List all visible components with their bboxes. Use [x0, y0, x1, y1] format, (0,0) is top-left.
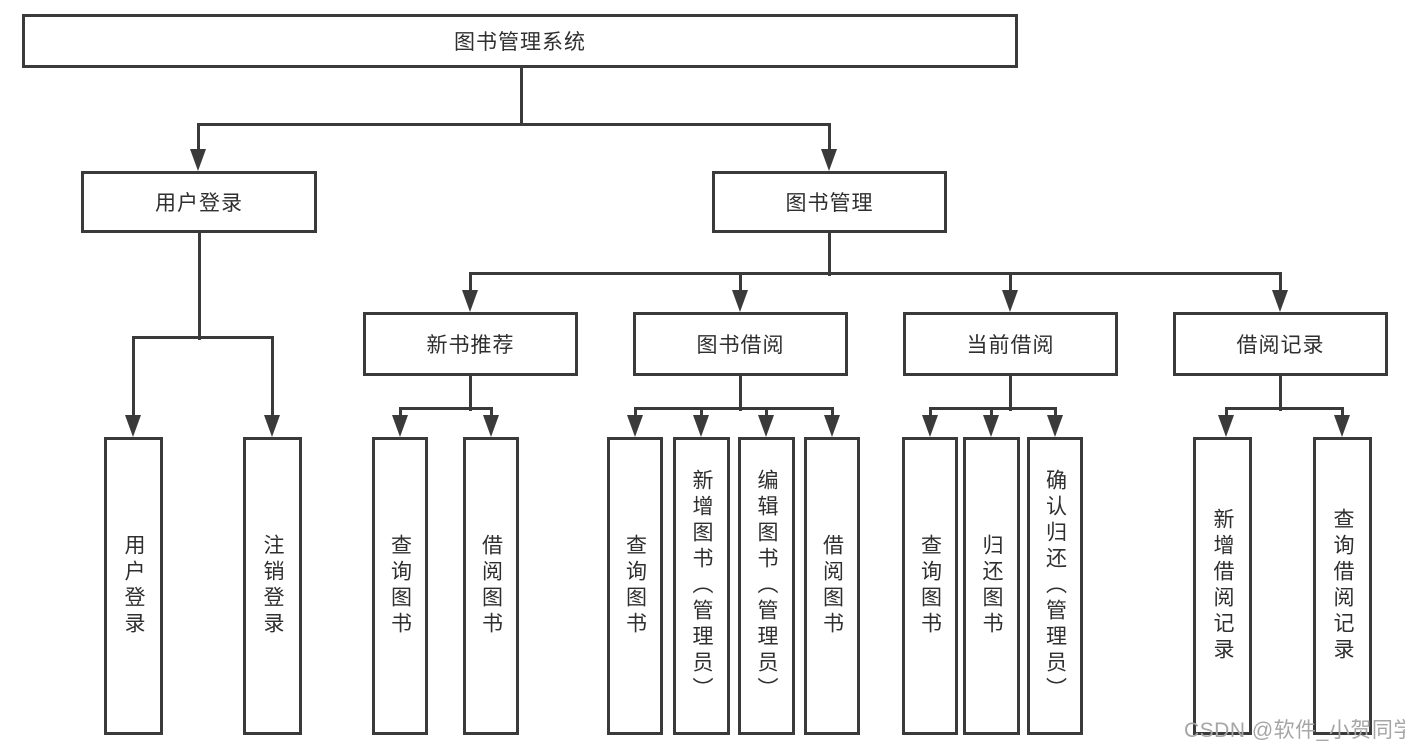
arrow-down-icon	[627, 415, 643, 437]
arrow-down-icon	[190, 149, 206, 171]
leaf-query-books-recommend: 查询图书	[372, 437, 428, 735]
node-label: 新书推荐	[426, 334, 515, 357]
node-label: 新增借阅记录	[1211, 508, 1234, 664]
arrow-shaft	[1054, 408, 1057, 415]
arrow-shaft	[469, 273, 472, 290]
node-book-management: 图书管理	[712, 171, 947, 233]
node-label: 注销登录	[261, 534, 284, 638]
arrow-down-icon	[1047, 415, 1063, 437]
arrow-down-icon	[732, 290, 748, 312]
csdn-watermark: CSDN @软件_小贺同学	[1184, 719, 1405, 742]
arrow-down-icon	[1002, 290, 1018, 312]
arrow-down-icon	[483, 415, 499, 437]
leaf-query-borrow-record: 查询借阅记录	[1313, 437, 1372, 735]
arrow-down-icon	[758, 415, 774, 437]
arrow-shaft	[765, 408, 768, 415]
leaf-borrow-books: 借阅图书	[804, 437, 860, 735]
leaf-return-books: 归还图书	[963, 437, 1020, 735]
arrow-down-icon	[462, 290, 478, 312]
arrow-down-icon	[392, 415, 408, 437]
node-user-login: 用户登录	[81, 171, 317, 233]
arrow-shaft	[828, 124, 831, 149]
connector-vline	[1279, 375, 1282, 411]
arrow-shaft	[399, 408, 402, 415]
node-label: 归还图书	[980, 534, 1003, 638]
node-label: 查询图书	[623, 534, 647, 638]
arrow-shaft	[929, 408, 932, 415]
arrow-down-icon	[824, 415, 840, 437]
connector-vline	[469, 375, 472, 411]
arrow-shaft	[990, 408, 993, 415]
arrow-shaft	[271, 337, 274, 415]
node-label: 当前借阅	[966, 334, 1055, 357]
node-label: 查询图书	[918, 534, 942, 638]
connector-hline	[197, 123, 831, 126]
node-label: 用户登录	[122, 534, 145, 638]
leaf-query-books-current: 查询图书	[902, 437, 958, 735]
connector-hline	[929, 407, 1057, 410]
arrow-down-icon	[922, 415, 938, 437]
node-library-management-system: 图书管理系统	[22, 14, 1018, 68]
arrow-shaft	[831, 408, 834, 415]
leaf-user-login: 用户登录	[104, 437, 163, 735]
arrow-down-icon	[1272, 290, 1288, 312]
arrow-down-icon	[1218, 415, 1234, 437]
node-new-book-recommend: 新书推荐	[363, 312, 578, 376]
node-label: 图书管理系统	[454, 31, 586, 54]
arrow-shaft	[132, 337, 135, 415]
connector-hline	[1225, 407, 1344, 410]
arrow-shaft	[700, 408, 703, 415]
leaf-add-borrow-record: 新增借阅记录	[1193, 437, 1252, 735]
leaf-edit-book-admin: 编辑图书（管理员）	[738, 437, 795, 735]
node-label: 确认归还（管理员）	[1043, 469, 1067, 703]
connector-hline	[399, 407, 493, 410]
connector-hline	[132, 336, 274, 339]
leaf-query-books-borrowing: 查询图书	[607, 437, 663, 735]
node-label: 用户登录	[155, 192, 243, 215]
arrow-shaft	[739, 273, 742, 290]
node-borrowing-records: 借阅记录	[1173, 312, 1388, 376]
arrow-down-icon	[983, 415, 999, 437]
node-label: 借阅记录	[1236, 334, 1325, 357]
node-label: 借阅图书	[820, 534, 844, 638]
connector-vline	[520, 67, 523, 126]
leaf-borrow-books-recommend: 借阅图书	[463, 437, 519, 735]
node-current-borrowing: 当前借阅	[903, 312, 1118, 376]
arrow-shaft	[490, 408, 493, 415]
arrow-shaft	[1225, 408, 1228, 415]
arrow-shaft	[1009, 273, 1012, 290]
connector-vline	[739, 375, 742, 411]
node-label: 编辑图书（管理员）	[755, 469, 778, 703]
node-label: 图书借阅	[696, 334, 785, 357]
arrow-shaft	[1279, 273, 1282, 290]
leaf-add-book-admin: 新增图书（管理员）	[673, 437, 730, 735]
arrow-down-icon	[821, 149, 837, 171]
leaf-logout: 注销登录	[243, 437, 302, 735]
connector-vline	[1009, 375, 1012, 411]
node-label: 借阅图书	[479, 534, 503, 638]
node-label: 新增图书（管理员）	[690, 469, 713, 703]
arrow-down-icon	[264, 415, 280, 437]
connector-hline	[469, 272, 1282, 275]
connector-hline	[634, 407, 834, 410]
arrow-shaft	[1341, 408, 1344, 415]
node-label: 查询图书	[388, 534, 412, 638]
arrow-shaft	[634, 408, 637, 415]
node-book-borrowing: 图书借阅	[633, 312, 848, 376]
node-label: 查询借阅记录	[1331, 508, 1354, 664]
arrow-down-icon	[125, 415, 141, 437]
leaf-confirm-return-admin: 确认归还（管理员）	[1027, 437, 1083, 735]
arrow-shaft	[197, 124, 200, 149]
node-label: 图书管理	[785, 192, 874, 215]
connector-vline	[828, 233, 831, 276]
arrow-down-icon	[693, 415, 709, 437]
arrow-down-icon	[1334, 415, 1350, 437]
connector-vline	[198, 233, 201, 340]
